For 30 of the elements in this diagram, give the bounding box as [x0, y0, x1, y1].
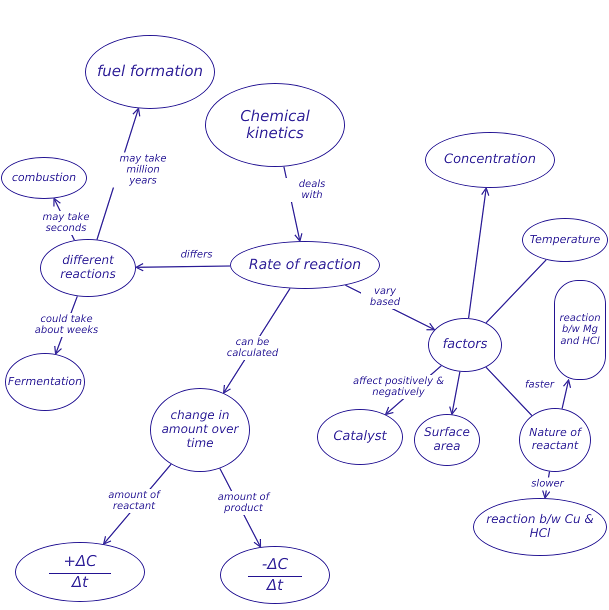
- node-label: Nature of reactant: [528, 427, 584, 453]
- edge-label: affect positively & negatively: [350, 375, 446, 399]
- node-label: Temperature: [530, 234, 600, 246]
- arrow: [135, 262, 230, 272]
- fraction-denominator: Δt: [266, 576, 284, 594]
- node-label: Surface area: [423, 426, 471, 454]
- node-label: fuel formation: [96, 63, 204, 81]
- node-label: different reactions: [59, 254, 117, 282]
- connector-line: [486, 259, 547, 324]
- node-label: reaction b/w Mg and HCl: [559, 312, 601, 348]
- connector-line: [486, 366, 532, 416]
- node-label: factors: [442, 338, 488, 352]
- edge-label: differs: [178, 248, 214, 261]
- node-label: combustion: [12, 172, 76, 184]
- node-label: reaction b/w Cu & HCl: [485, 513, 595, 541]
- fraction-denominator: Δt: [72, 574, 88, 591]
- node-label: Concentration: [444, 152, 536, 168]
- fraction-numerator: -ΔC: [248, 556, 302, 576]
- concept-box: [554, 280, 606, 380]
- arrow: [449, 372, 461, 415]
- fraction-numerator: +ΔC: [49, 553, 111, 574]
- node-label: change in amount over time: [160, 409, 240, 451]
- edge-label: slower: [529, 477, 566, 490]
- node-label: Catalyst: [333, 430, 387, 444]
- arrow: [561, 379, 572, 409]
- arrow: [468, 187, 490, 318]
- concept-ellipse: [428, 318, 502, 372]
- node-label: Rate of reaction: [248, 256, 362, 274]
- node-label: Fermentation: [8, 376, 82, 388]
- node-label: Chemical kinetics: [239, 108, 311, 142]
